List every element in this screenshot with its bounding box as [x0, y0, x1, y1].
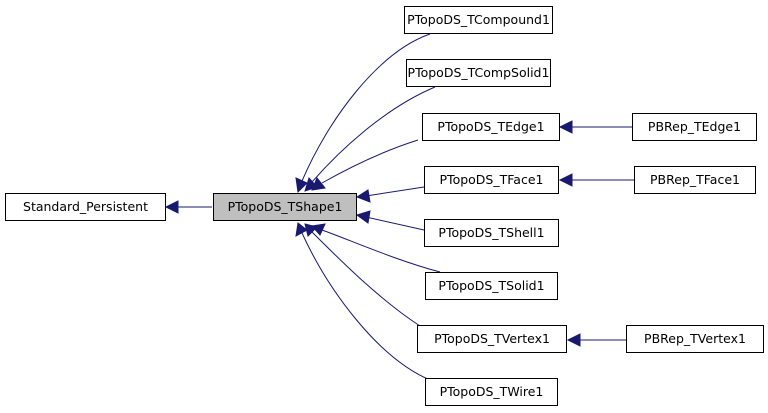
- node-label: Standard_Persistent: [23, 199, 148, 214]
- node-ptopods-twire1[interactable]: PTopoDS_TWire1: [425, 378, 558, 406]
- node-pbrep-tface1[interactable]: PBRep_TFace1: [634, 166, 756, 194]
- node-label: PTopoDS_TSolid1: [438, 278, 544, 293]
- node-label: PBRep_TFace1: [650, 172, 740, 187]
- edge-tface1-to-tshape1: [365, 186, 425, 197]
- node-label: PTopoDS_TCompound1: [407, 12, 550, 27]
- arrowhead-to-tedge1: [558, 120, 573, 134]
- node-label: PTopoDS_TWire1: [440, 384, 544, 399]
- node-ptopods-tshell1[interactable]: PTopoDS_TShell1: [424, 219, 559, 247]
- node-ptopods-tface1[interactable]: PTopoDS_TFace1: [424, 166, 559, 194]
- edge-twire1-to-tshape1: [301, 232, 431, 381]
- node-ptopods-tvertex1[interactable]: PTopoDS_TVertex1: [417, 325, 567, 353]
- arrowhead-to-tface1: [558, 173, 573, 187]
- node-ptopods-tcompound1[interactable]: PTopoDS_TCompound1: [404, 6, 553, 34]
- node-ptopods-tedge1[interactable]: PTopoDS_TEdge1: [422, 113, 560, 141]
- edge-tedge1-to-tshape1: [321, 139, 419, 184]
- node-pbrep-tvertex1[interactable]: PBRep_TVertex1: [626, 325, 764, 353]
- arrowhead-to-standard-persistent: [164, 200, 179, 214]
- arrowhead-tshape1-tshell1: [355, 210, 371, 224]
- edge-tshell1-to-tshape1: [365, 216, 425, 231]
- arrowhead-tshape1-tface1: [355, 189, 371, 203]
- node-label: PTopoDS_TCompSolid1: [408, 65, 550, 80]
- arrowhead-to-tvertex1: [566, 333, 581, 347]
- node-ptopods-tshape1[interactable]: PTopoDS_TShape1: [213, 193, 357, 221]
- node-label: PBRep_TEdge1: [648, 119, 741, 134]
- arrowhead-tshape1-twire1: [295, 222, 308, 237]
- arrowhead-tshape1-tcompound1: [295, 177, 308, 194]
- edge-tsolid1-to-tshape1: [321, 229, 441, 273]
- node-ptopods-tcompsolid1[interactable]: PTopoDS_TCompSolid1: [406, 59, 551, 87]
- arrowheads: [164, 120, 581, 347]
- node-ptopods-tsolid1[interactable]: PTopoDS_TSolid1: [425, 272, 558, 300]
- edges: [178, 33, 634, 381]
- node-label: PTopoDS_TShell1: [438, 225, 544, 240]
- node-label: PTopoDS_TShape1: [228, 199, 343, 214]
- edge-tcompsolid1-to-tshape1: [311, 86, 436, 183]
- node-label: PTopoDS_TFace1: [440, 172, 544, 187]
- node-standard-persistent[interactable]: Standard_Persistent: [5, 193, 166, 221]
- edge-tvertex1-to-tshape1: [311, 231, 421, 327]
- node-pbrep-tedge1[interactable]: PBRep_TEdge1: [632, 113, 757, 141]
- node-label: PTopoDS_TEdge1: [437, 119, 544, 134]
- node-label: PBRep_TVertex1: [644, 331, 746, 346]
- arrowhead-tshape1-tedge1: [311, 177, 326, 191]
- node-label: PTopoDS_TVertex1: [434, 331, 550, 346]
- edge-tcompound1-to-tshape1: [301, 33, 431, 182]
